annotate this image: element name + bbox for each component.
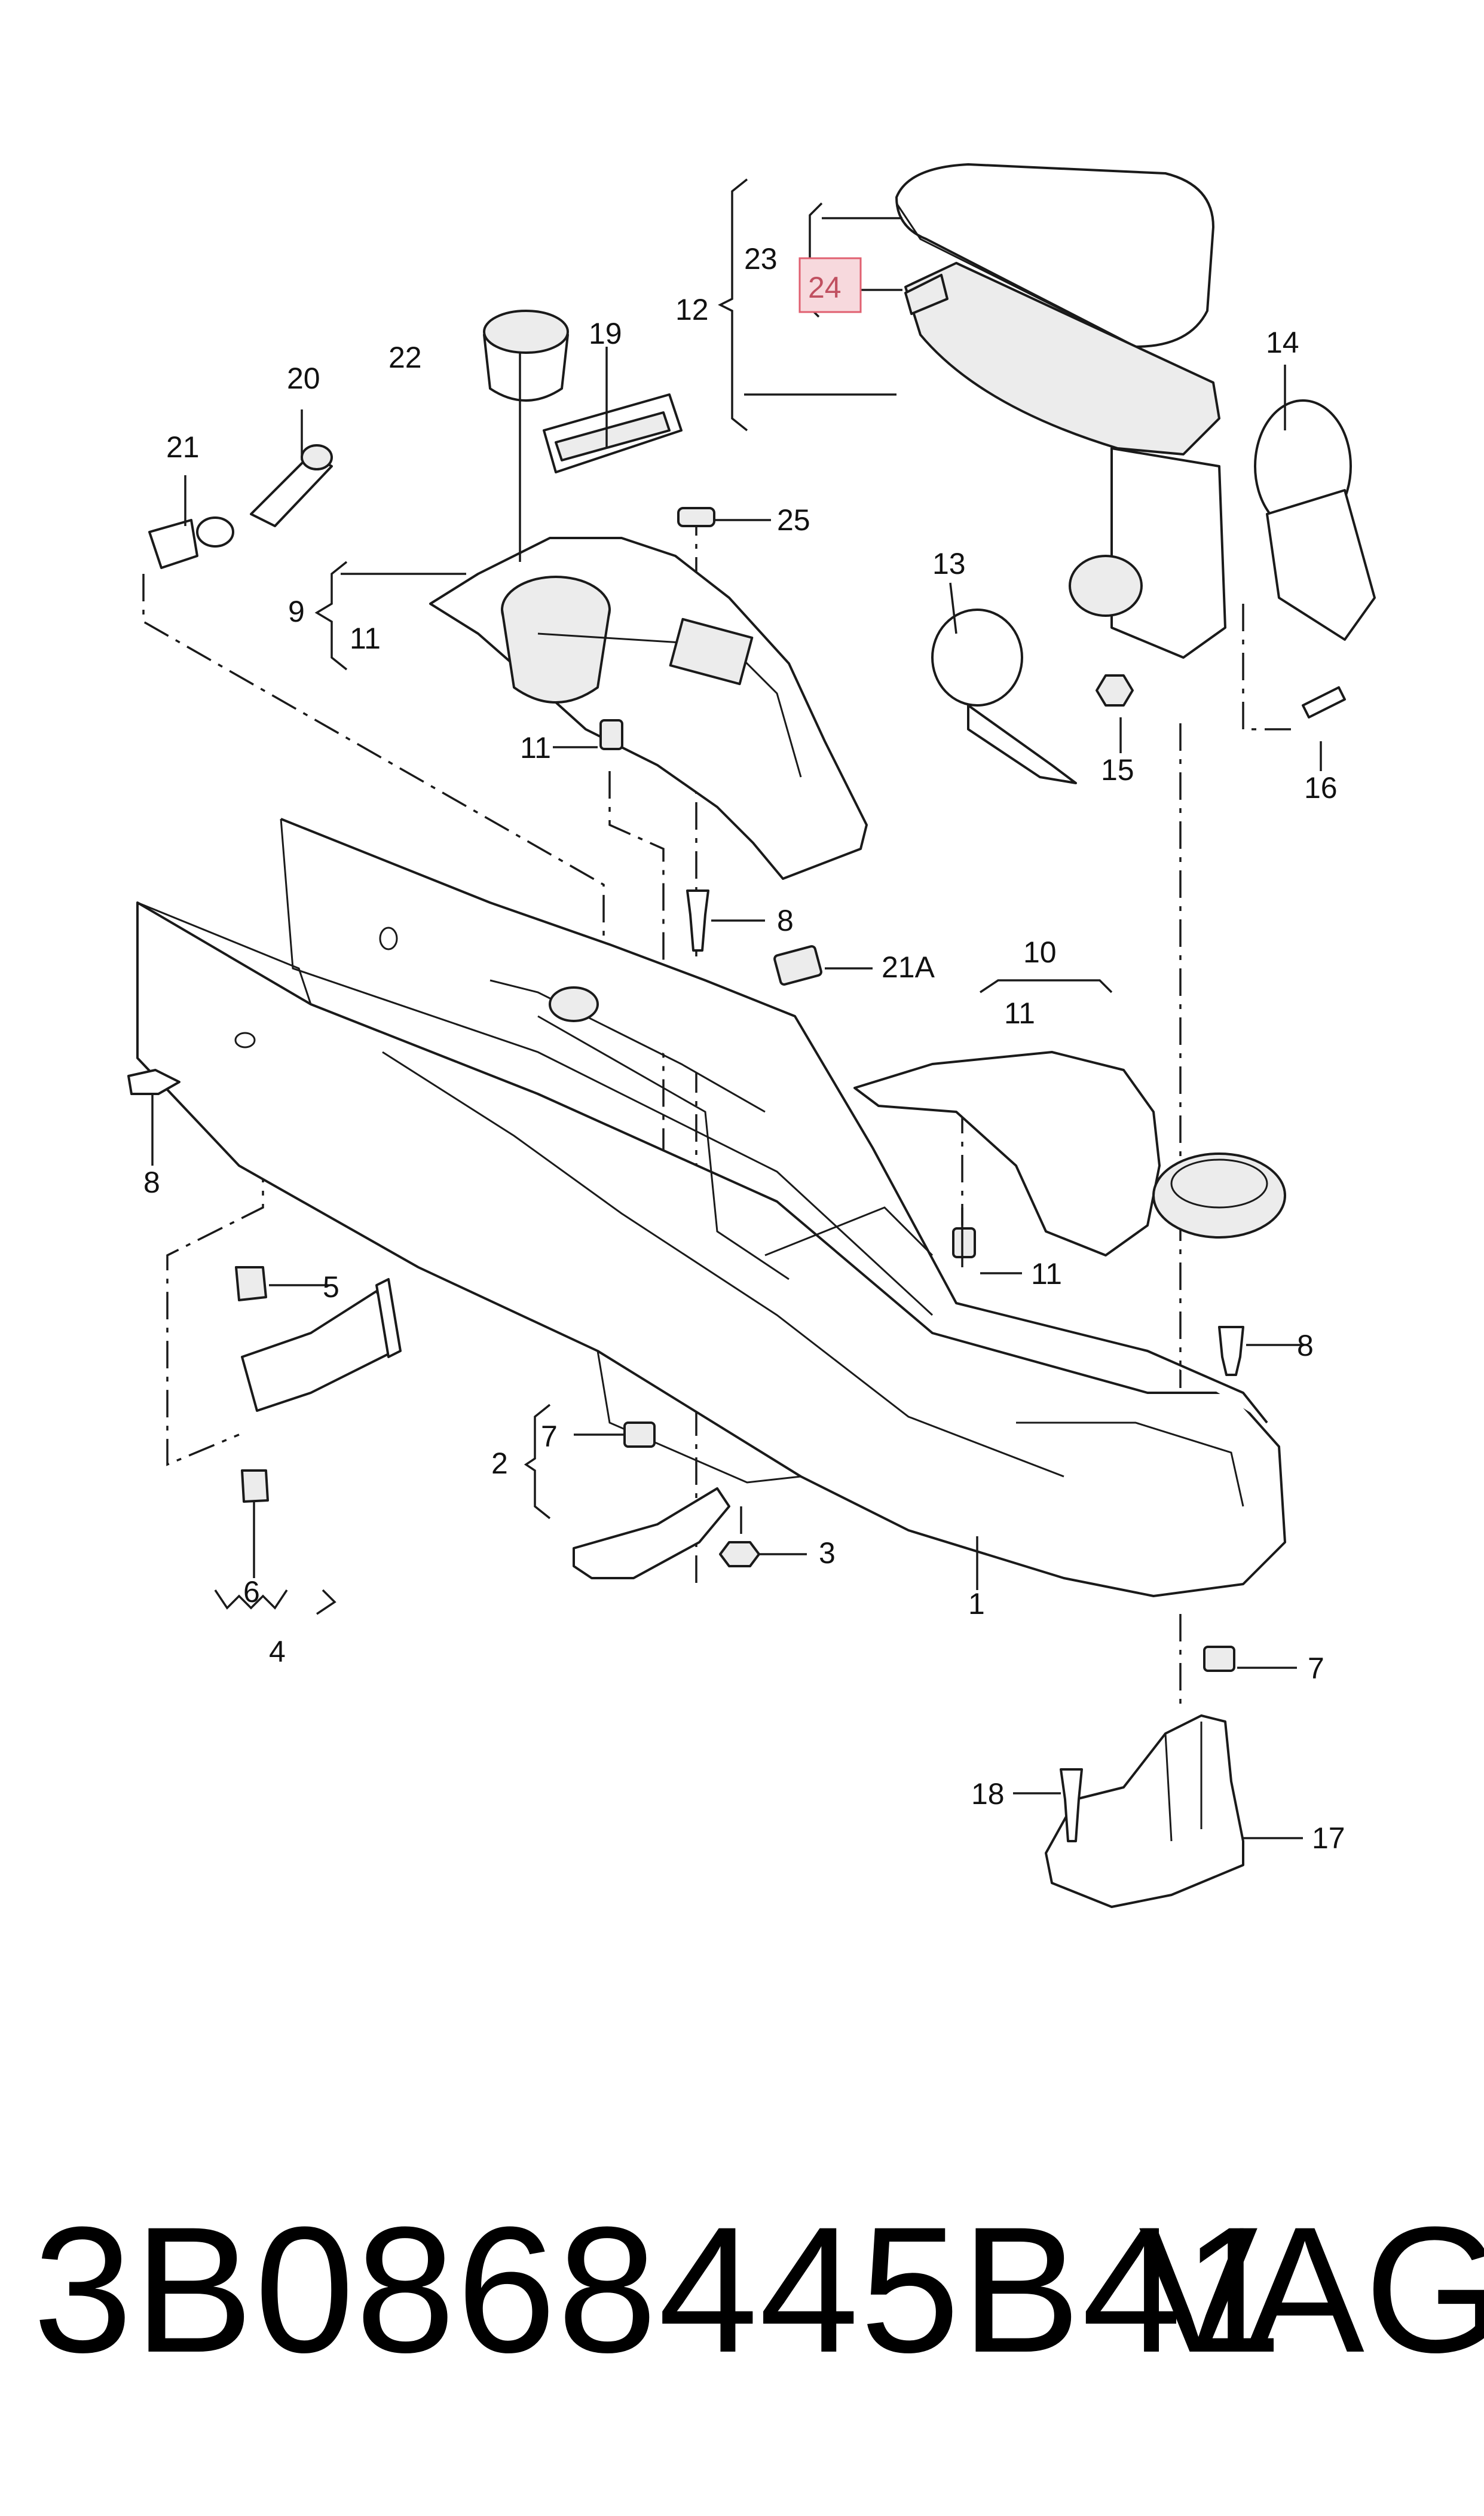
part-7-clip <box>1203 1646 1235 1672</box>
part-number: 3B0868445B41 <box>33 2189 1284 2390</box>
callout-7a: 7 <box>541 1420 558 1453</box>
part-15-nut <box>1096 674 1134 707</box>
part-11-clips <box>599 719 976 1258</box>
part-21a-switch <box>773 945 822 986</box>
callout-24: 24 <box>808 271 842 304</box>
part-14-cap <box>1254 399 1376 641</box>
part-19-switch <box>543 393 683 473</box>
part-6-clip <box>241 1469 269 1503</box>
callout-19: 19 <box>589 317 622 350</box>
part-22-knob <box>483 310 569 402</box>
callout-4: 4 <box>269 1635 286 1668</box>
callout-14: 14 <box>1266 326 1299 359</box>
callout-11d: 11 <box>1031 1257 1062 1291</box>
part-8-screws <box>127 889 1244 1376</box>
part-5-clip <box>235 1266 267 1301</box>
callout-23: 23 <box>744 242 778 276</box>
callout-6: 6 <box>243 1575 260 1609</box>
footer: 3B0868445B41 VAG <box>0 2200 1484 2427</box>
part-20-lighter <box>250 444 333 527</box>
part-25-clip <box>677 507 715 527</box>
callout-9: 9 <box>288 595 305 628</box>
callout-18: 18 <box>971 1777 1005 1811</box>
part-17-mount <box>1045 1714 1244 1908</box>
highlight-box <box>798 257 862 313</box>
part-2-mount <box>573 1421 730 1579</box>
callout-11b: 11 <box>520 731 551 765</box>
brand-name: VAG <box>1139 2189 1484 2390</box>
callout-11a: 11 <box>350 622 381 655</box>
callout-8b: 8 <box>143 1166 160 1199</box>
callout-13: 13 <box>932 547 966 580</box>
callout-16: 16 <box>1304 771 1338 805</box>
part-24-latch <box>904 274 948 315</box>
exploded-parts-diagram: 1 2 3 4 5 6 7 7 8 8 8 9 10 11 11 11 11 1… <box>127 163 1376 1908</box>
part-1-center-console <box>136 818 1286 1597</box>
callout-7b: 7 <box>1308 1652 1324 1685</box>
part-10-rear-trim <box>853 1051 1286 1257</box>
part-4-bracket <box>241 1278 402 1412</box>
callout-21a: 21A <box>882 950 935 984</box>
callout-20: 20 <box>287 362 320 395</box>
leader-lines <box>151 178 1322 1839</box>
callout-2: 2 <box>491 1447 508 1480</box>
callout-25: 25 <box>777 503 810 537</box>
part-9-front-trim <box>429 537 868 880</box>
callout-labels: 1 2 3 4 5 6 7 7 8 8 8 9 10 11 11 11 11 1… <box>143 242 1345 1855</box>
callout-10: 10 <box>1023 936 1057 969</box>
part-3-nut <box>719 1541 760 1567</box>
part-16-screw <box>1302 686 1346 719</box>
callout-8a: 8 <box>777 904 794 937</box>
part-18-screw <box>1060 1768 1083 1842</box>
callout-11c: 11 <box>1004 996 1035 1030</box>
callout-15: 15 <box>1101 753 1134 787</box>
callout-21: 21 <box>166 430 200 464</box>
part-12-armrest <box>895 163 1226 659</box>
callout-8c: 8 <box>1297 1329 1314 1362</box>
callout-3: 3 <box>819 1536 836 1570</box>
part-13-knob <box>931 609 1077 784</box>
part-21-socket <box>148 516 234 569</box>
callout-12: 12 <box>675 293 709 326</box>
callout-22: 22 <box>388 341 422 374</box>
callout-1: 1 <box>968 1587 985 1621</box>
callout-5: 5 <box>323 1270 339 1304</box>
callout-17: 17 <box>1312 1821 1345 1855</box>
